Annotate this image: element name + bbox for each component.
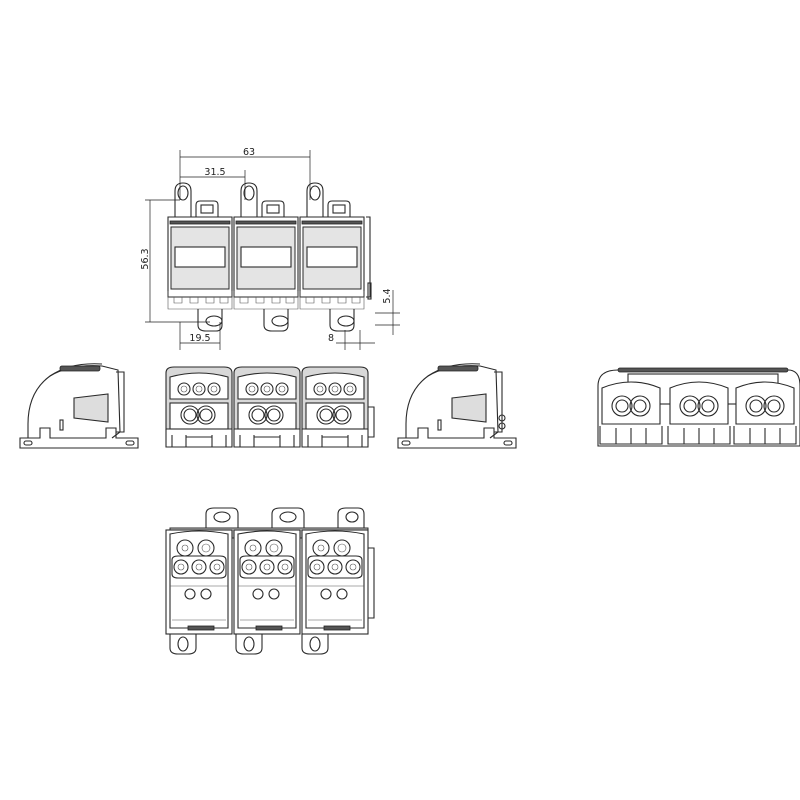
dimension-pitch: 31.5 xyxy=(204,167,225,178)
left-side-view xyxy=(19,363,139,449)
dimension-edge-to-hole: 19.5 xyxy=(189,333,210,344)
dimension-height: 56.3 xyxy=(140,248,151,269)
rear-view xyxy=(597,367,800,447)
bottom-view xyxy=(165,507,375,655)
dimension-overall-width: 63 xyxy=(243,147,255,158)
right-side-view xyxy=(397,363,517,449)
top-view xyxy=(167,182,372,332)
front-view xyxy=(165,366,375,448)
dimension-tab-offset: 5.4 xyxy=(382,288,393,303)
dimension-lines xyxy=(145,150,400,350)
dimension-hole-width: 8 xyxy=(328,333,334,344)
